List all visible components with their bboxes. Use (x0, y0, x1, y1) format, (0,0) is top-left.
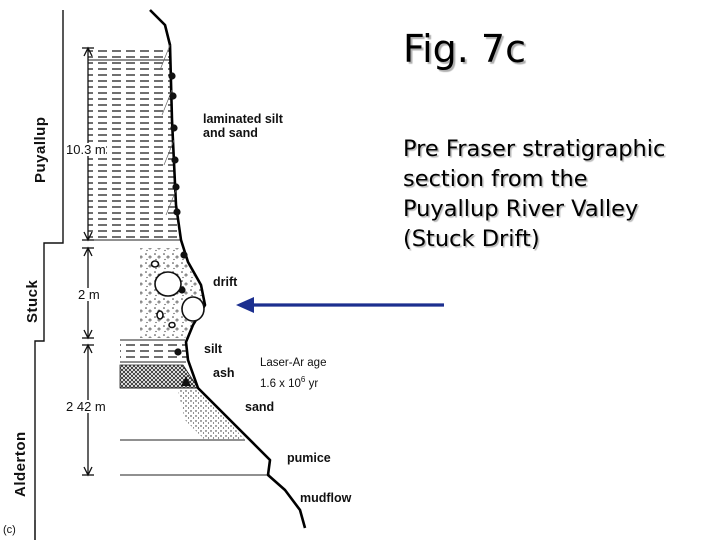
panel-label: (c) (3, 524, 16, 536)
layer-label-mudflow: mudflow (300, 491, 352, 505)
slide-title: Fig. 7c (403, 27, 526, 71)
layer-label-laminated-2: and sand (203, 126, 258, 140)
caption-line-1: Pre Fraser stratigraphic (403, 136, 666, 162)
pointer-arrow (236, 297, 444, 313)
layer-label-ash: ash (213, 366, 235, 380)
caption-line-4: (Stuck Drift) (403, 226, 540, 252)
slide-caption: Pre Fraser stratigraphic section from th… (403, 134, 715, 254)
thickness-label-stuck: 2 m (78, 287, 100, 302)
talus-shading (159, 44, 177, 216)
outcrop-profile (149, 9, 307, 529)
age-note-unit: yr (305, 377, 319, 390)
layer-label-silt: silt (204, 342, 223, 356)
thickness-label-puyallup: 10.3 m (66, 142, 106, 157)
layer-label-laminated-1: laminated silt (203, 112, 283, 126)
unit-label-alderton: Alderton (12, 431, 29, 497)
age-sample-triangle (181, 376, 191, 386)
thickness-label-alderton: 2 42 m (66, 399, 106, 414)
stratigraphic-section-diagram (34, 9, 307, 540)
drift-clasts (150, 260, 205, 329)
layer-label-drift: drift (213, 275, 238, 289)
bed-boundaries (88, 59, 270, 476)
sand-layer (178, 390, 245, 440)
age-note-value: 1.6 x 10 (260, 377, 301, 390)
unit-label-stuck: Stuck (24, 279, 41, 323)
unit-label-puyallup: Puyallup (32, 116, 49, 183)
age-note-exponent: 6 (300, 375, 306, 384)
silt-layer (120, 343, 187, 362)
caption-line-3: Puyallup River Valley (403, 196, 639, 222)
layer-label-sand: sand (245, 400, 275, 414)
age-note-line1: Laser-Ar age (260, 357, 327, 369)
caption-line-2: section from the (403, 166, 588, 192)
unit-boundary-line (34, 10, 64, 540)
layer-label-pumice: pumice (287, 451, 331, 465)
laminated-silt-sand-layer (88, 48, 180, 240)
age-note-line2: 1.6 x 106 yr (260, 373, 318, 391)
sample-markers (168, 72, 188, 356)
